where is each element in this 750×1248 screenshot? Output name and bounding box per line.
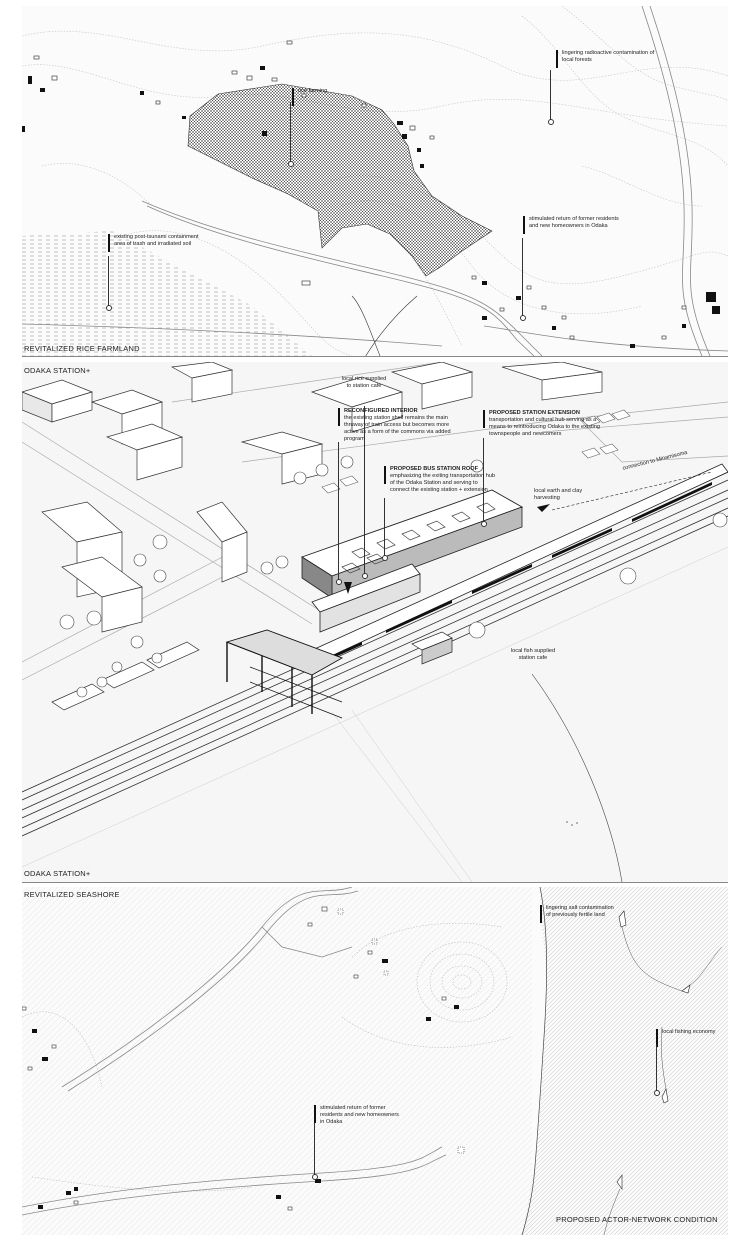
fishing-economy-note: local fishing economy xyxy=(656,1029,722,1047)
pedestrian-bridge xyxy=(225,629,344,719)
bus-shelters xyxy=(51,641,200,711)
odaka-station-bottom-title: ODAKA STATION+ xyxy=(24,869,91,878)
forest-contamination-note: lingering radioactive contamination of l… xyxy=(556,50,657,68)
returnees-leader-top xyxy=(520,238,526,321)
trees xyxy=(59,455,728,698)
sea-hatch xyxy=(522,887,728,1235)
bus-station-roof xyxy=(300,489,524,599)
actor-network-footer: PROPOSED ACTOR-NETWORK CONDITION xyxy=(556,1215,718,1224)
parking xyxy=(321,409,631,494)
rice-leader xyxy=(288,102,294,167)
train-windows xyxy=(322,482,712,663)
odaka-station-panel: ODAKA STATION+ local rice supplied to st… xyxy=(22,362,728,882)
roads xyxy=(22,6,728,356)
existing-station xyxy=(311,563,421,633)
rice-supply-leader xyxy=(362,406,368,579)
boats xyxy=(616,910,691,1190)
seashore-panel: REVITALIZED SEASHORE lingering salt cont… xyxy=(22,887,728,1235)
salt-contamination-note: lingering salt contamination of previous… xyxy=(540,905,616,923)
fish-supply-note: local fish supplied station cafe xyxy=(510,648,556,661)
rice-farmland-title: REVITALIZED RICE FARMLAND xyxy=(24,344,140,353)
rice-supply-note: local rice supplied to station cafe xyxy=(341,376,387,389)
earth-harvesting-note: local earth and clay harvesting xyxy=(534,488,583,501)
railway xyxy=(22,471,728,837)
rice-farming-note: rice farming xyxy=(292,88,358,106)
houses-outline xyxy=(33,40,687,340)
reconfigured-interior-note: RECONFIGURED INTERIOR the existing stati… xyxy=(338,408,454,443)
bus-roof-note: PROPOSED BUS STATION ROOF emphasizing th… xyxy=(384,466,498,494)
bus-roof-leader xyxy=(382,498,388,561)
seashore-map xyxy=(22,887,728,1235)
fishing-leader xyxy=(654,1045,660,1096)
houses-bot-black xyxy=(32,959,459,1209)
containment-leader xyxy=(106,256,112,311)
houses-bot-outline xyxy=(22,906,465,1211)
town-houses xyxy=(22,362,603,633)
arrows xyxy=(344,504,550,594)
returnees-note-top: stimulated return of former residents an… xyxy=(523,216,629,234)
roads-bot xyxy=(22,887,447,1216)
interior-leader xyxy=(336,442,342,585)
rice-farmland-panel: lingering radioactive contamination of l… xyxy=(22,6,728,356)
forest-leader xyxy=(548,70,554,125)
houses-black xyxy=(22,66,720,348)
returnees-note-bottom: stimulated return of former residents an… xyxy=(314,1105,404,1126)
extension-leader xyxy=(481,438,487,527)
rice-field-hatch xyxy=(187,83,493,277)
coastline xyxy=(521,887,547,1235)
station-axonometric xyxy=(22,362,728,882)
rice-farmland-map xyxy=(22,6,728,356)
boat-wakes xyxy=(603,926,723,1235)
contours-bot xyxy=(22,922,513,1192)
returnees-leader-bottom xyxy=(312,1123,318,1180)
odaka-station-title: ODAKA STATION+ xyxy=(24,366,91,375)
station-extension-note: PROPOSED STATION EXTENSION transportatio… xyxy=(483,410,605,438)
seashore-title: REVITALIZED SEASHORE xyxy=(24,890,120,899)
station-hut xyxy=(411,631,453,665)
containment-note: existing post-tsunami containment area o… xyxy=(108,234,204,252)
